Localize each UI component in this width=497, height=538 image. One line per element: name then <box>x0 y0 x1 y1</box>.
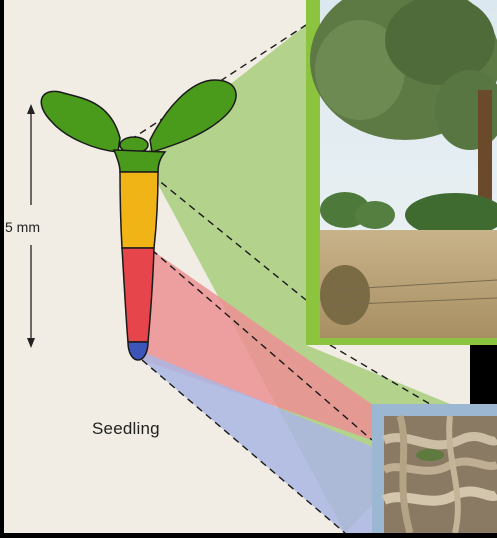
scale-label: 5 mm <box>5 219 40 235</box>
root-system-photo <box>372 404 497 533</box>
shoot-base <box>114 150 165 172</box>
seedling-label: Seedling <box>92 419 160 439</box>
hypocotyl <box>120 172 158 248</box>
tree-canopy-photo <box>306 0 497 345</box>
root <box>122 248 154 342</box>
